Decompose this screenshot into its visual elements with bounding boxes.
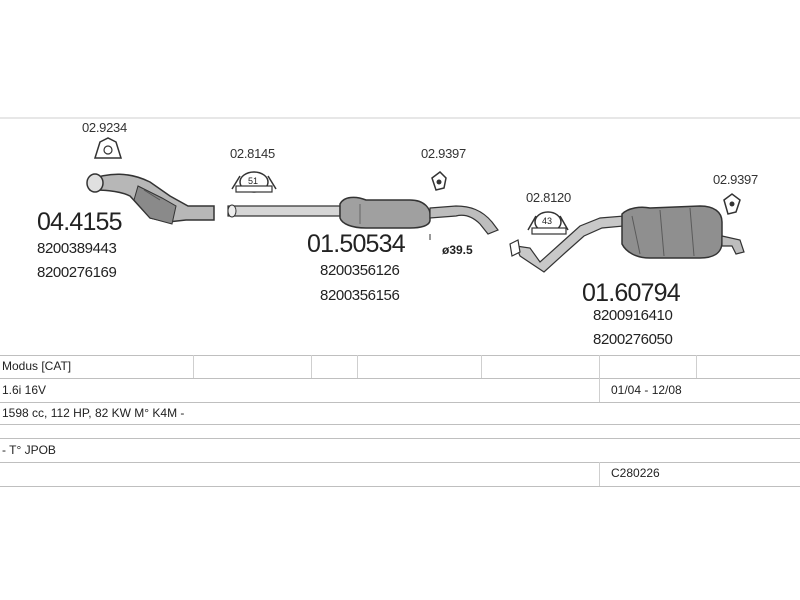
rear-silencer-part-code: 01.60794 [582, 279, 681, 307]
table-cell-divider [311, 355, 312, 378]
rear-silencer-ref: 8200276050 [593, 331, 673, 348]
table-cell-divider [599, 462, 600, 486]
table-divider [0, 402, 800, 403]
table-cell-divider [193, 355, 194, 378]
catalytic-converter [86, 173, 215, 225]
table-divider [0, 438, 800, 439]
table-cell-divider [481, 355, 482, 378]
gasket-icon [93, 137, 123, 159]
table-cell-divider [696, 355, 697, 378]
table-divider [0, 355, 800, 356]
clamp-rear-code: 02.8120 [526, 190, 571, 205]
catalyst-ref: 8200276169 [37, 264, 117, 281]
catalyst-ref: 8200389443 [37, 240, 117, 257]
hanger-icon [723, 193, 741, 215]
table-cell-divider [599, 355, 600, 378]
catalyst-part-code: 04.4155 [37, 208, 123, 236]
front-pipe [227, 204, 341, 218]
rear-silencer-ref: 8200916410 [593, 307, 673, 324]
clamp-size-label: 51 [248, 176, 259, 186]
hanger-rear-code: 02.9397 [713, 172, 758, 187]
pipe-diameter-label: ø39.5 [442, 243, 473, 257]
vehicle-type: - T° JPOB [2, 443, 56, 457]
engine-spec: 1598 cc, 112 HP, 82 KW M° K4M - [2, 406, 185, 420]
catalog-reference: C280226 [611, 466, 660, 480]
vehicle-model: Modus [CAT] [2, 359, 72, 373]
middle-silencer [339, 196, 499, 235]
table-divider [0, 486, 800, 487]
clamp-icon [527, 211, 569, 235]
vehicle-engine: 1.6i 16V [2, 383, 47, 397]
middle-silencer-part-code: 01.50534 [307, 230, 406, 258]
table-divider [0, 378, 800, 379]
table-cell-divider [599, 378, 600, 402]
clamp-size-label: 43 [542, 216, 553, 226]
clamp-front-code: 02.8145 [230, 146, 275, 161]
production-period: 01/04 - 12/08 [611, 383, 682, 397]
rear-pipe [509, 215, 625, 273]
table-divider [0, 462, 800, 463]
middle-silencer-ref: 8200356126 [320, 262, 400, 279]
gasket-front-code: 02.9234 [82, 120, 127, 135]
hanger-icon [431, 171, 447, 191]
middle-silencer-ref: 8200356156 [320, 287, 400, 304]
clamp-icon [231, 171, 277, 193]
table-cell-divider [357, 355, 358, 378]
rear-silencer [621, 205, 745, 259]
table-divider [0, 424, 800, 425]
hanger-middle-code: 02.9397 [421, 146, 466, 161]
